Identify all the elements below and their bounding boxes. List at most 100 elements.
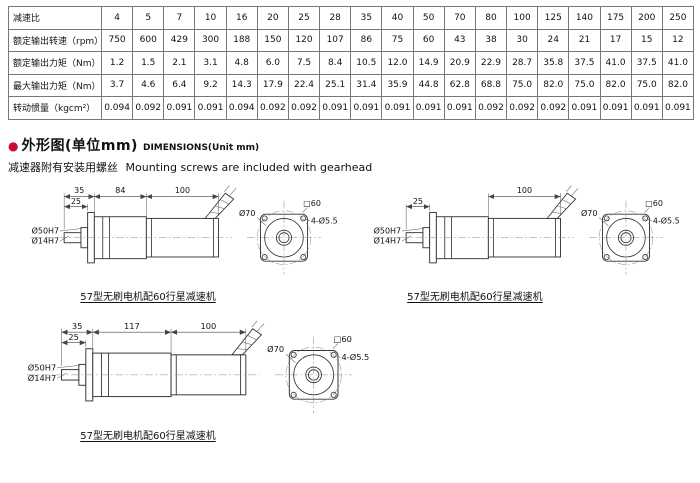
spec-value-cell: 0.092 [506, 96, 539, 120]
dim-label: 84 [115, 186, 125, 195]
spec-value-cell: 750 [100, 28, 134, 52]
spec-value-cell: 14.9 [412, 51, 445, 75]
row-label-cell: 额定输出转速（rpm） [8, 28, 102, 52]
flange-holes-label: 4-Ø5.5 [653, 215, 680, 225]
ratio-cell: 4 [100, 6, 134, 30]
flange-square-label: □60 [645, 198, 663, 207]
spec-value-cell: 35.9 [381, 73, 414, 97]
spec-value-cell: 21 [568, 28, 601, 52]
spec-value-cell: 44.8 [412, 73, 445, 97]
spec-value-cell: 28.7 [506, 51, 539, 75]
shaft-label: Ø14H7 [374, 235, 401, 245]
drawings-row-1: 35 84 100 25 Ø50H7 Ø14H7 [8, 184, 693, 303]
boss-circle [305, 366, 322, 383]
spec-value-cell: 24 [537, 28, 570, 52]
row-label-cell: 最大输出力矩（Nm） [8, 73, 102, 97]
ratio-cell: 70 [443, 6, 476, 30]
ratio-cell: 250 [661, 6, 695, 30]
ratio-cell: 100 [506, 6, 539, 30]
ratio-cell: 7 [163, 6, 196, 30]
ratio-cell: 5 [132, 6, 165, 30]
spec-value-cell: 6.4 [163, 73, 196, 97]
spec-value-cell: 0.091 [412, 96, 445, 120]
mounting-note-en: Mounting screws are included with gearhe… [125, 160, 373, 174]
side-view [30, 185, 237, 263]
spec-value-cell: 1.5 [132, 51, 165, 75]
spec-value-cell: 25.1 [319, 73, 352, 97]
spec-value-cell: 0.092 [287, 96, 321, 120]
flange-holes-label: 4-Ø5.5 [311, 215, 338, 225]
flange-holes-label: 4-Ø5.5 [341, 352, 369, 362]
dimensions-section-header: ● 外形图(单位mm) DIMENSIONS(Unit mm) [8, 135, 693, 155]
spec-value-cell: 20.9 [443, 51, 476, 75]
dim-label: 100 [201, 320, 217, 330]
spec-value-cell: 14.3 [225, 73, 258, 97]
spec-value-cell: 0.092 [474, 96, 508, 120]
spec-value-cell: 0.094 [225, 96, 258, 120]
dim-label: 25 [413, 197, 423, 206]
dimensions: 35 117 100 25 Ø50H7 Ø14H7 [28, 320, 247, 382]
spec-value-cell: 8.4 [319, 51, 352, 75]
spec-value-cell: 17.9 [256, 73, 289, 97]
spec-value-cell: 0.091 [381, 96, 414, 120]
spec-value-cell: 38 [474, 28, 508, 52]
bolt-hole [330, 391, 337, 398]
ratio-cell: 16 [225, 6, 258, 30]
gearmotor-drawing-3: 35 117 100 25 Ø50H7 Ø14H7 [18, 319, 418, 442]
dimensions: 35 84 100 25 Ø50H7 Ø14H7 [32, 186, 219, 245]
bolt-hole [330, 351, 337, 358]
bolt-circle [285, 346, 342, 403]
flange-front-view: □60 4-Ø5.5 Ø70 [581, 198, 680, 275]
spec-value-cell: 75 [381, 28, 414, 52]
spec-value-cell: 6.0 [256, 51, 289, 75]
motor-lead-wires [204, 185, 237, 219]
spec-value-cell: 9.2 [194, 73, 227, 97]
bolt-hole [603, 253, 610, 260]
dim-label: 100 [517, 186, 532, 195]
pilot-circle [264, 217, 304, 257]
bore-label: Ø50H7 [28, 362, 56, 372]
ratio-cell: 80 [474, 6, 508, 30]
corner-label-cell: 减速比 [8, 6, 102, 30]
gearmotor-drawing-2: 100 25 Ø50H7 Ø14H7 [364, 184, 700, 303]
spec-value-cell: 2.1 [163, 51, 196, 75]
bolt-circle [598, 210, 654, 265]
row-label-cell: 额定输出力矩（Nm） [8, 51, 102, 75]
bolt-circle [256, 210, 312, 265]
side-view [372, 185, 579, 263]
dim-label: 25 [68, 332, 79, 342]
spec-value-cell: 10.5 [350, 51, 383, 75]
mounting-note-zh: 减速器附有安装用螺丝 [8, 160, 118, 174]
spec-value-cell: 3.1 [194, 51, 227, 75]
bolt-hole [261, 253, 268, 260]
ratio-cell: 125 [537, 6, 570, 30]
shaft-circle [620, 231, 632, 243]
motor-lead-wires [231, 320, 265, 355]
gearmotor-view-1: 35 84 100 25 Ø50H7 Ø14H7 [30, 185, 338, 275]
flange-square-label: □60 [334, 333, 352, 343]
spec-value-cell: 30 [506, 28, 539, 52]
spec-value-cell: 107 [319, 28, 352, 52]
spec-value-cell: 82.0 [599, 73, 632, 97]
spec-value-cell: 0.091 [443, 96, 476, 120]
ratio-cell: 50 [412, 6, 445, 30]
spec-value-cell: 0.091 [599, 96, 632, 120]
ratio-cell: 40 [381, 6, 414, 30]
drawing-caption: 57型无刷电机配60行星减速机 [407, 291, 543, 303]
spec-value-cell: 120 [287, 28, 321, 52]
spec-value-cell: 0.091 [163, 96, 196, 120]
spec-value-cell: 43 [443, 28, 476, 52]
bore-label: Ø50H7 [32, 225, 59, 235]
dim-label: 117 [124, 320, 140, 330]
spec-value-cell: 60 [412, 28, 445, 52]
section-bullet: ● [8, 138, 19, 153]
spec-value-cell: 0.092 [256, 96, 289, 120]
spec-value-cell: 7.5 [287, 51, 321, 75]
dim-label: 35 [74, 186, 84, 195]
flange-circle-label: Ø70 [239, 207, 255, 217]
spec-value-cell: 86 [350, 28, 383, 52]
bore-label: Ø50H7 [374, 225, 401, 235]
